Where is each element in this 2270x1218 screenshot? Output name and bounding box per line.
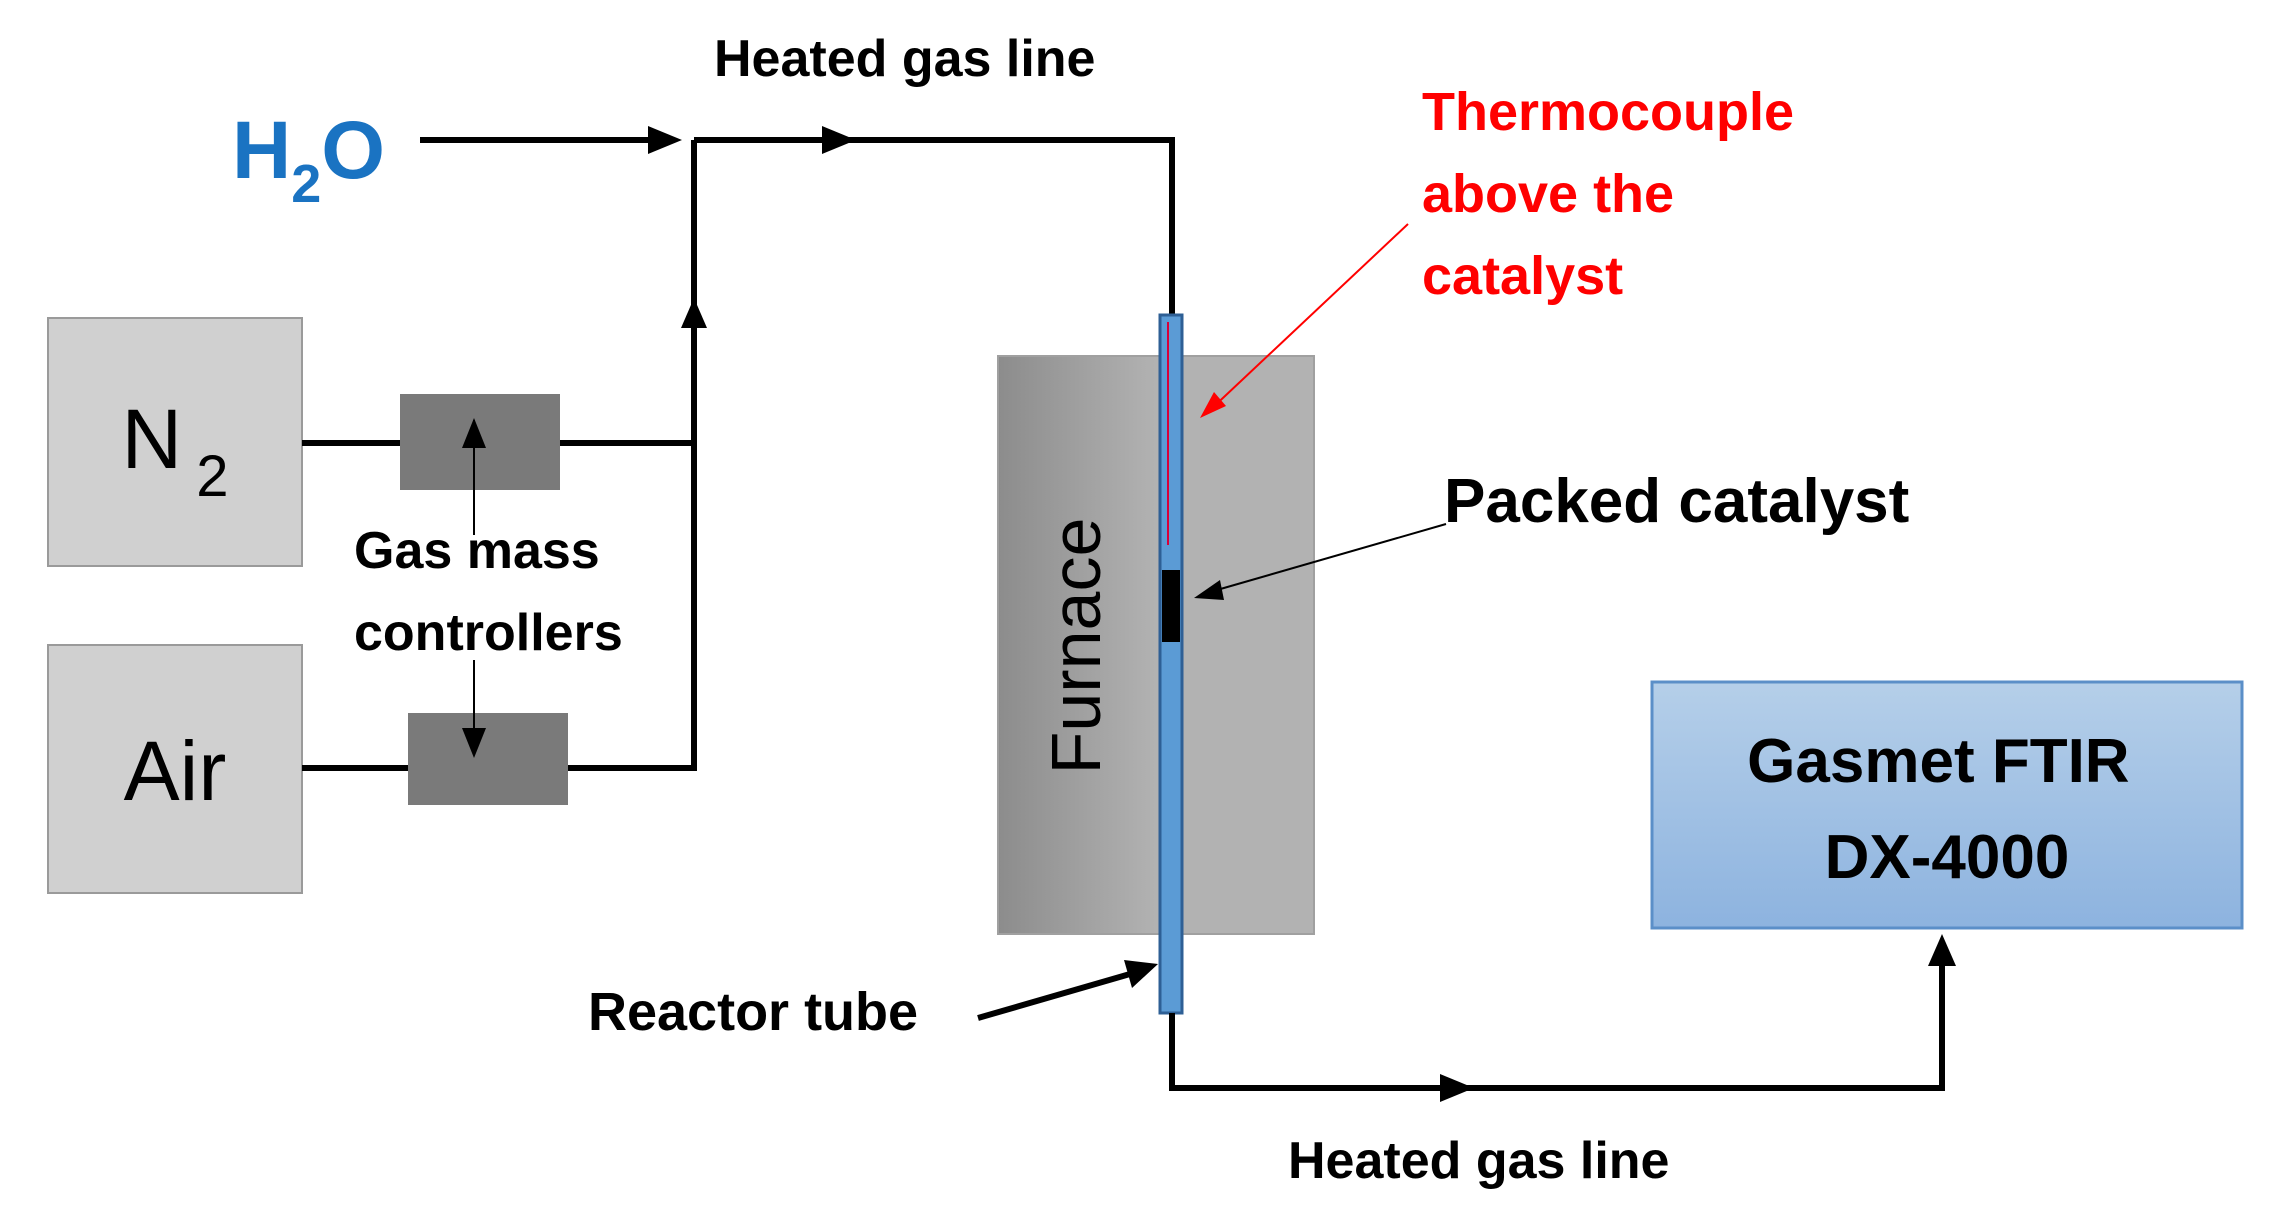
n2-controller-pointer-arrowhead: [462, 418, 486, 448]
water-feed-arrowhead: [648, 126, 682, 154]
ftir-analyzer-box: [1650, 680, 2244, 930]
thermocouple-label-line1: Thermocouple: [1422, 82, 1794, 142]
packed-catalyst-pointer-line: [1209, 523, 1447, 593]
water-subscript: 2: [291, 154, 321, 214]
gas-mass-controllers-label: Gas mass controllers: [354, 522, 623, 662]
thermocouple-label: Thermocouple above the catalyst: [1422, 82, 1809, 306]
water-symbol-h: H: [232, 105, 291, 196]
bottom-heated-gas-line: [1169, 955, 1945, 1091]
packed-catalyst-pointer-arrowhead: [1194, 580, 1224, 600]
thermocouple-label-line3: catalyst: [1422, 246, 1623, 306]
gas-mass-label-line2: controllers: [354, 604, 623, 662]
thermocouple-label-line2: above the: [1422, 164, 1674, 224]
top-heated-line-arrowhead: [822, 126, 856, 154]
water-symbol-o: O: [321, 105, 385, 196]
gas-mass-label-line1: Gas mass: [354, 522, 600, 580]
ftir-analyzer-label: Gasmet FTIR DX-4000: [1747, 727, 2147, 892]
air-source-label: Air: [124, 724, 227, 818]
water-feed-label: H2O: [232, 105, 385, 214]
packed-catalyst-block: [1162, 570, 1180, 642]
top-heated-gas-line: [694, 137, 1175, 315]
thermocouple-pointer-line: [1207, 223, 1409, 413]
reactor-tube: [1158, 313, 1184, 1015]
thermocouple-pointer-arrowhead: [1200, 392, 1226, 418]
n2-source-box: [47, 317, 303, 567]
n2-subscript: 2: [196, 444, 228, 509]
air-mass-controller: [408, 713, 568, 805]
reactor-tube-pointer-arrowhead: [1124, 960, 1158, 988]
reactor-tube-pointer-line: [977, 971, 1131, 1021]
merge-up-arrowhead: [681, 298, 707, 328]
n2-symbol: N: [122, 392, 183, 486]
ftir-label-line1: Gasmet FTIR: [1747, 727, 2129, 796]
ftir-inlet-arrowhead: [1928, 934, 1956, 966]
bottom-heated-gas-line-label: Heated gas line: [1288, 1132, 1669, 1190]
reactor-tube-label: Reactor tube: [588, 982, 918, 1042]
bottom-heated-line-arrowhead: [1440, 1074, 1474, 1102]
packed-catalyst-label: Packed catalyst: [1444, 467, 1909, 536]
furnace-label: Furnace: [1037, 518, 1115, 775]
ftir-label-line2: DX-4000: [1825, 823, 2070, 892]
furnace-body: [997, 355, 1315, 935]
air-controller-pointer-arrowhead: [462, 728, 486, 758]
top-heated-gas-line-label: Heated gas line: [714, 30, 1095, 88]
